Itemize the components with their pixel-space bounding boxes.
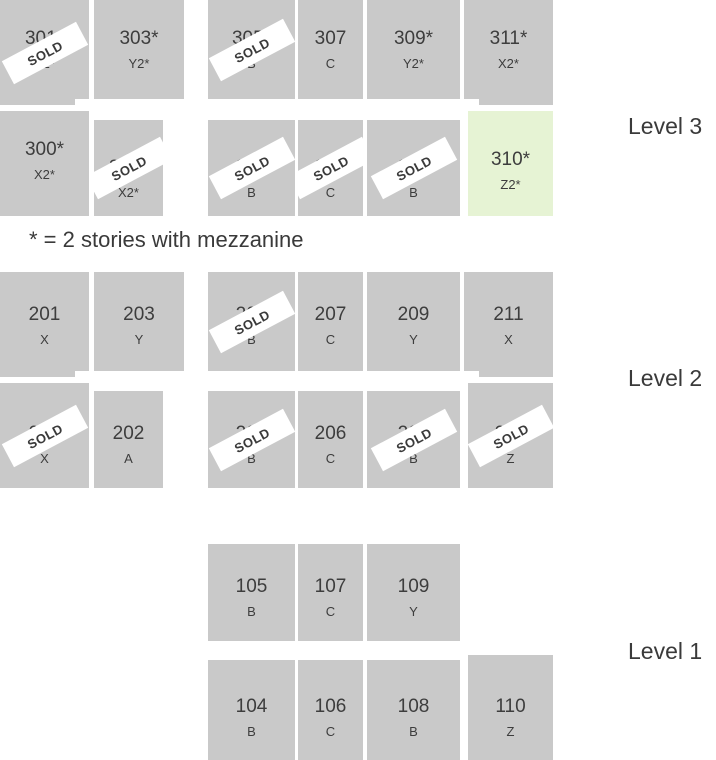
mezzanine-legend: * = 2 stories with mezzanine (29, 227, 304, 252)
unit-number: 209 (397, 304, 430, 325)
unit-311[interactable]: 311* X2* (464, 0, 553, 105)
unit-type: X (504, 332, 513, 347)
unit-306[interactable]: 306CSOLD (298, 120, 363, 216)
unit-type: X (40, 451, 49, 466)
unit-number: 211 (493, 304, 524, 325)
unit-309[interactable]: 309* Y2* (367, 0, 460, 99)
unit-type: B (247, 724, 256, 739)
unit-type: B (247, 332, 256, 347)
unit-type: B (247, 185, 256, 200)
unit-304[interactable]: 304BSOLD (208, 120, 295, 216)
unit-200[interactable]: 200XSOLD (0, 383, 89, 488)
unit-type: Y (134, 332, 144, 347)
unit-type: C (325, 56, 336, 71)
unit-type: C (325, 724, 336, 739)
unit-number: 307 (314, 28, 347, 49)
level-3-label: Level 3 (628, 113, 703, 139)
unit-number: 110 (495, 696, 526, 717)
unit-type: X2* (498, 56, 519, 71)
unit-number: 107 (314, 576, 347, 597)
unit-type: Y2* (403, 56, 424, 71)
unit-204[interactable]: 204BSOLD (208, 391, 295, 488)
unit-number: 108 (397, 696, 430, 717)
unit-number: 300* (24, 139, 65, 160)
unit-number: 311* (489, 28, 528, 49)
unit-number: 303* (119, 28, 159, 49)
unit-type: C (325, 604, 336, 619)
unit-303[interactable]: 303* Y2* (94, 0, 184, 99)
unit-302[interactable]: 302*X2*SOLD (94, 120, 163, 216)
corridor-level-3 (75, 99, 479, 111)
unit-type: Y (409, 332, 418, 347)
unit-type: C (325, 451, 336, 466)
unit-205[interactable]: 205BSOLD (208, 272, 295, 371)
unit-type: X (40, 332, 49, 347)
unit-type: B (409, 451, 418, 466)
unit-208[interactable]: 208BSOLD (367, 391, 460, 488)
corridor-level-2 (75, 371, 479, 383)
unit-type: X2* (34, 167, 55, 182)
unit-301[interactable]: 301*X2*SOLD (0, 0, 89, 105)
unit-type: Z (506, 451, 515, 466)
unit-number: 202 (112, 423, 145, 444)
unit-type: B (409, 724, 418, 739)
unit-310[interactable]: 310* Z2* (468, 111, 553, 216)
unit-type: A (124, 451, 133, 466)
unit-number: 109 (397, 576, 430, 597)
unit-210[interactable]: 210ZSOLD (468, 383, 553, 488)
unit-number: 201 (28, 304, 61, 325)
level-2-label: Level 2 (628, 365, 703, 391)
unit-number: 309* (393, 28, 434, 49)
unit-number: 104 (235, 696, 268, 717)
unit-300[interactable]: 300* X2* (0, 111, 89, 216)
unit-number: 310* (490, 149, 531, 170)
unit-number: 105 (235, 576, 268, 597)
unit-type: Z (506, 724, 515, 739)
unit-type: B (409, 185, 418, 200)
unit-type: Y (409, 604, 418, 619)
unit-type: Z2* (500, 177, 521, 192)
unit-number: 207 (314, 304, 347, 325)
unit-type: X2* (118, 185, 139, 200)
unit-type: C (325, 185, 336, 200)
unit-type: B (247, 604, 256, 619)
unit-308[interactable]: 308BSOLD (367, 120, 460, 216)
unit-type: C (325, 332, 336, 347)
unit-number: 206 (314, 423, 347, 444)
unit-type: B (247, 451, 256, 466)
unit-number: 203 (123, 304, 155, 325)
level-1-label: Level 1 (628, 638, 703, 664)
unit-type: Y2* (128, 56, 150, 71)
unit-number: 106 (314, 696, 347, 717)
